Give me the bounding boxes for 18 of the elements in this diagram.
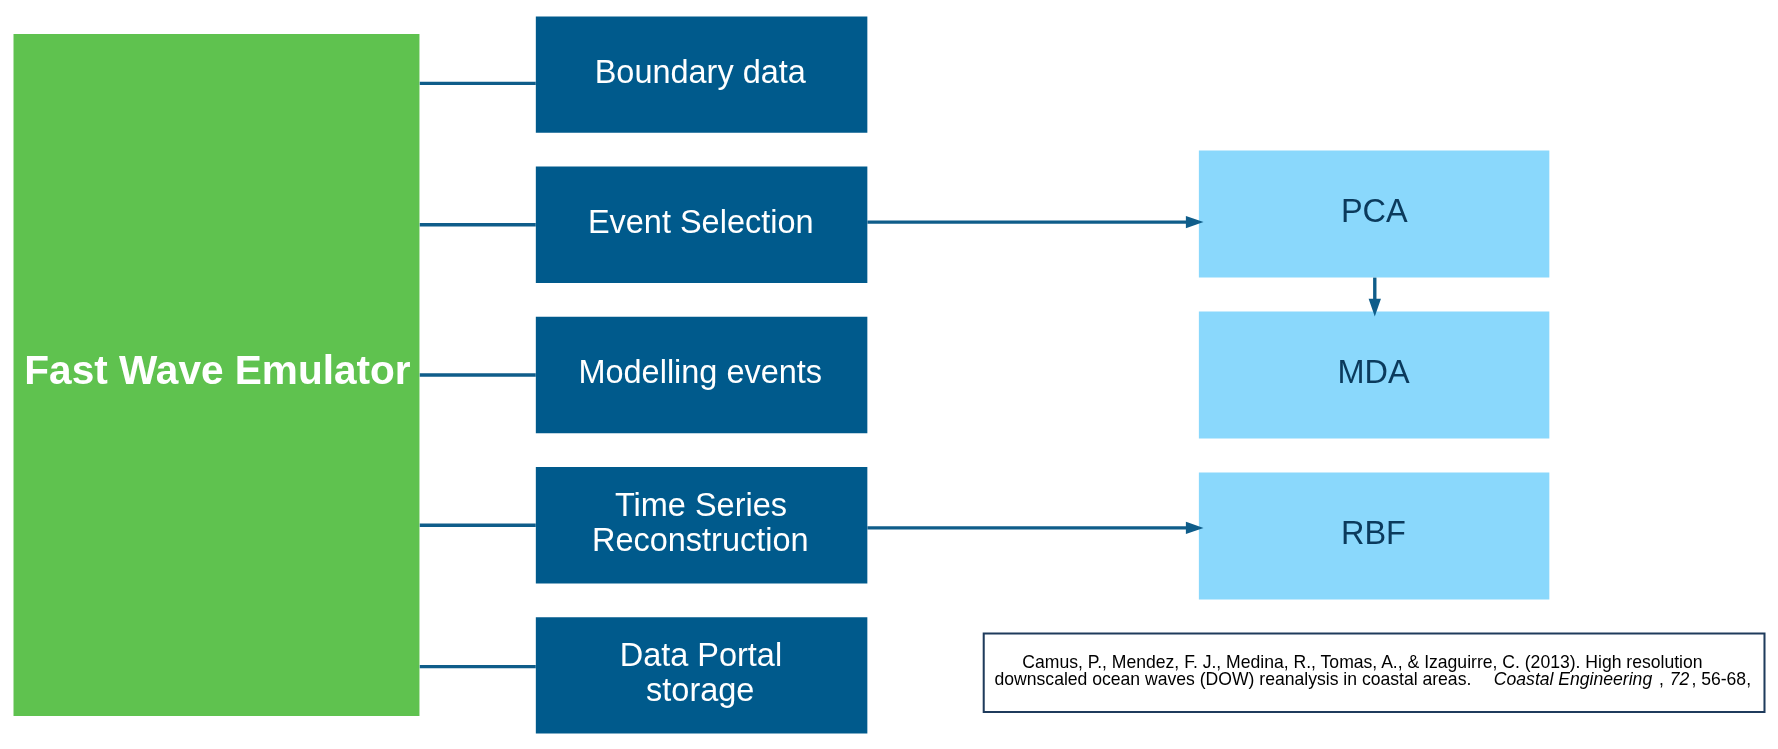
arrow: [1368, 277, 1381, 316]
node-box: Fast Wave Emulator: [13, 33, 420, 716]
node-box: Event Selection: [535, 166, 868, 283]
node-box: Data Portal storage: [535, 616, 868, 734]
node-box: Boundary data: [535, 15, 868, 133]
node-box: PCA: [1198, 149, 1550, 278]
arrow: [867, 215, 1204, 228]
connector: [419, 372, 536, 377]
arrow: [867, 521, 1204, 534]
node-box: Time Series Reconstruction: [535, 466, 868, 583]
connector: [419, 523, 536, 527]
connector: [419, 222, 536, 226]
node-box: Modelling events: [535, 316, 868, 433]
node-box: MDA: [1198, 310, 1550, 439]
connector: [419, 664, 536, 668]
node-box: Camus, P., Mendez, F. J., Medina, R., Tomas, A., & Izaguirre, C. (2013). High resolution downscaled ocean waves (DOW) reanalysis in coastal areas. Coastal Engineering, 72, 56-68,: [982, 631, 1766, 713]
connector: [419, 81, 536, 85]
node-box: RBF: [1198, 471, 1550, 600]
